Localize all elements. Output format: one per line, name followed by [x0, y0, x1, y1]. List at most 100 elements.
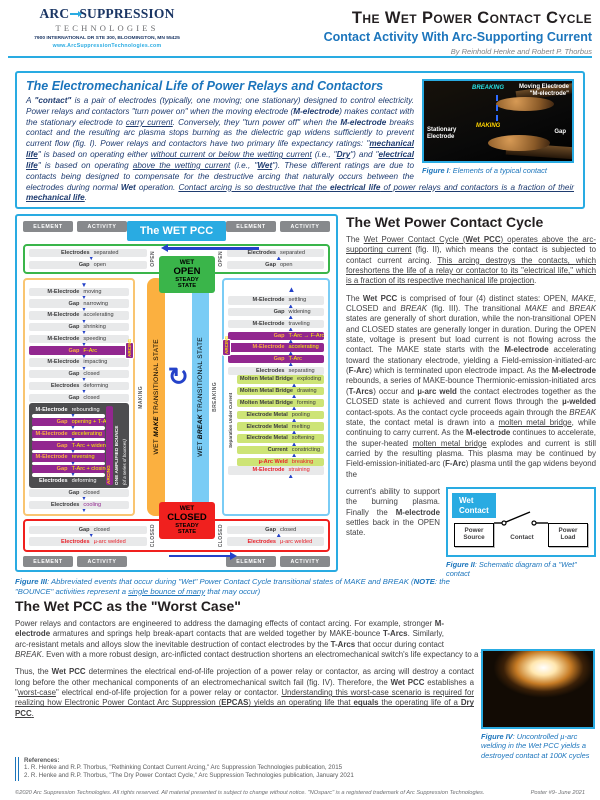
- row-activity: cooling: [83, 502, 102, 509]
- figure-3-caption: Figure III: Abbreviated events that occu…: [15, 577, 450, 596]
- row-element: Gap: [68, 394, 80, 401]
- row-element: M-Electrode: [47, 359, 80, 366]
- flow-arrow: ▼: [80, 341, 88, 349]
- breaking-label: BREAKING: [472, 85, 505, 91]
- flow-arrow: ▼: [32, 436, 105, 443]
- row-activity: traveling: [288, 320, 310, 327]
- element-header: ELEMENT: [23, 556, 73, 568]
- wet-closed-state-box: WET CLOSED STEADY STATE: [159, 502, 215, 540]
- open-side-label: OPEN: [150, 251, 156, 267]
- row-activity: rebounding: [71, 407, 100, 414]
- flow-arrow: ▼: [88, 532, 95, 540]
- row-activity: T-Arc + widening: [71, 442, 114, 449]
- stationary-electrode: [488, 135, 550, 151]
- row-activity: moving: [83, 288, 102, 295]
- arc-welding-photo: [481, 649, 595, 729]
- row-element: M-Electrode: [252, 297, 285, 304]
- row-element: Electrodes: [247, 250, 277, 257]
- activity-header: ACTIVITY: [280, 556, 330, 568]
- row-element: M-Electrode: [252, 344, 285, 351]
- row-element: Electrodes: [60, 538, 90, 545]
- wet-pcc-diagram: ELEMENT ACTIVITY The WET PCC ELEMENT ACT…: [15, 214, 338, 572]
- state-line: CLOSED: [167, 512, 207, 524]
- row-element: M-Electrode: [252, 320, 285, 327]
- row-element: M-Electrode: [35, 454, 68, 461]
- row-activity: exploding: [297, 376, 321, 383]
- flow-arrow: ▲: [287, 302, 294, 310]
- row-element: Gap: [68, 490, 80, 497]
- row-element: Gap: [68, 371, 80, 378]
- row-activity: straining: [288, 467, 310, 474]
- row-activity: constricting: [291, 447, 321, 454]
- paragraph: current's ability to support the burning…: [346, 486, 440, 538]
- flow-arrow: ▼: [80, 329, 88, 337]
- row-element: Gap: [273, 309, 285, 316]
- company-url[interactable]: www.ArcSuppressionTechnologies.com: [52, 43, 162, 49]
- row-activity: separated: [93, 250, 119, 257]
- wet-make-transitional-bar: WET MAKE TRANSITIONAL STATE: [147, 278, 165, 517]
- row-activity: reversing: [71, 454, 95, 461]
- section-heading: The Wet Power Contact Cycle: [346, 214, 544, 230]
- row-element: Electrodes: [38, 477, 68, 484]
- flow-arrow: ▲: [290, 381, 298, 389]
- row-element: Electrodes: [247, 538, 277, 545]
- figure-1: BREAKING MAKING Moving Electrode"M-elect…: [422, 79, 574, 175]
- making-label: MAKING: [476, 123, 501, 129]
- make-bar-text: WET MAKE TRANSITIONAL STATE: [152, 339, 160, 455]
- row-element: Gap: [265, 261, 277, 268]
- column-headers-left: ELEMENT ACTIVITY: [23, 556, 127, 568]
- row-element: Molten Metal Bridge: [239, 388, 294, 395]
- state-line: OPEN: [173, 265, 201, 277]
- row-activity: deforming: [83, 383, 109, 389]
- row-activity: separating: [288, 368, 315, 375]
- activity-header: ACTIVITY: [77, 556, 127, 568]
- row-element: Gap: [78, 526, 90, 533]
- byline: By Reinhold Henke and Robert P. Thorbus: [450, 47, 592, 56]
- flow-arrow: ▼: [80, 376, 88, 384]
- flow-arrow: ▼: [32, 412, 105, 419]
- state-line: STATE: [177, 282, 197, 289]
- poster-number: Poster #9- June 2021: [530, 790, 585, 796]
- row-element: Electrode Metal: [246, 411, 288, 418]
- intro-heading: The Electromechanical Life of Power Rela…: [26, 79, 384, 93]
- flow-arrow: ▼: [88, 255, 95, 263]
- flow-arrow: ▲: [287, 314, 294, 322]
- row-activity: pooling: [291, 411, 310, 418]
- row-element: Gap: [273, 332, 285, 339]
- arcing-tag: ARCING: [124, 339, 134, 360]
- open-side-label: OPEN: [218, 251, 224, 267]
- diagram-header-row: ELEMENT ACTIVITY The WET PCC ELEMENT ACT…: [23, 221, 330, 241]
- copyright-text: ©2020 Arc Suppression Technologies. All …: [15, 790, 485, 796]
- flow-arrow: ▲: [290, 393, 298, 401]
- row-activity: shrinking: [83, 324, 106, 331]
- header-divider: [8, 56, 592, 58]
- flow-arrow: ▼: [80, 364, 88, 372]
- flow-arrow: ▲: [290, 428, 298, 436]
- row-activity: widening: [288, 309, 311, 316]
- row-element: Gap: [273, 356, 285, 363]
- references-title: References:: [24, 757, 60, 764]
- row-element: M-Electrode: [35, 407, 68, 414]
